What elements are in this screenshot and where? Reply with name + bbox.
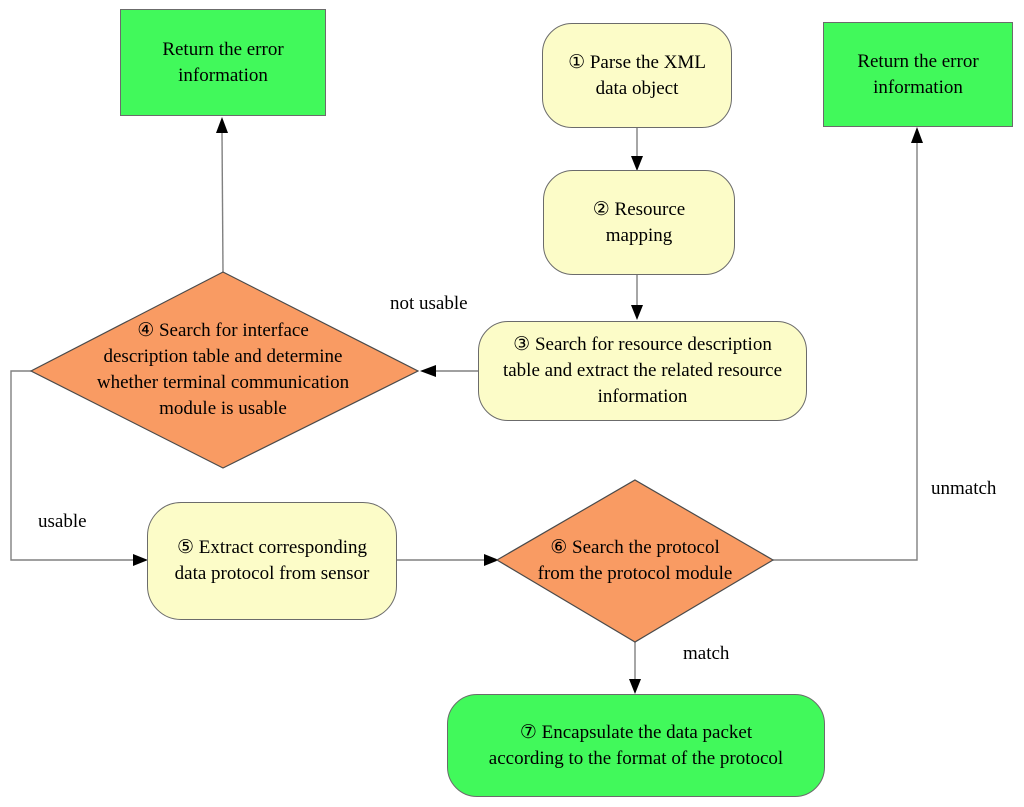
node-error-right-line2: information	[873, 76, 963, 98]
edge-step4-to-error-left	[221, 132, 224, 273]
arrowhead-step4-to-step5	[133, 554, 148, 566]
node-step4-line3: whether terminal communication	[96, 372, 350, 393]
node-error-left-line1: Return the error	[162, 38, 284, 60]
node-step3-line1: ③ Search for resource description	[513, 334, 772, 355]
arrowhead-step6-to-step7	[629, 679, 641, 694]
arrowhead-step4-to-error-left	[216, 117, 228, 133]
step4-diamond-shape	[29, 271, 420, 469]
node-step2-line2: mapping	[605, 224, 673, 246]
arrowhead-step2-to-step3	[631, 305, 643, 320]
node-step7-line1: ⑦ Encapsulate the data packet	[519, 721, 753, 743]
arrowhead-step6-to-error-right	[911, 127, 923, 143]
arrowhead-step3-to-step4	[420, 365, 436, 377]
edge-label-not-usable: not usable	[390, 293, 468, 314]
node-step6-text: ⑥ Search the protocol from the protocol …	[510, 535, 760, 587]
node-step4-line4: module is usable	[159, 398, 287, 419]
node-step7-line2: according to the format of the protocol	[488, 747, 784, 769]
node-step1-line2: data object	[595, 77, 679, 99]
node-step3-line2: table and extract the related resource	[502, 360, 783, 381]
edge-step4-to-step5	[10, 370, 133, 561]
edge-label-match: match	[683, 643, 730, 664]
node-error-left: Return the error information	[120, 9, 326, 116]
edge-step6-to-error-right	[773, 143, 918, 561]
node-step3: ③ Search for resource description table …	[478, 321, 807, 421]
node-error-right: Return the error information	[823, 22, 1013, 127]
node-step5: ⑤ Extract corresponding data protocol fr…	[147, 502, 397, 620]
arrowhead-step5-to-step6	[484, 554, 499, 566]
edge-label-usable: usable	[38, 511, 87, 532]
node-step4-line2: description table and determine	[103, 346, 343, 367]
node-step2-line1: ② Resource	[592, 198, 686, 220]
node-step1: ① Parse the XML data object	[542, 23, 732, 128]
node-step1-line1: ① Parse the XML	[568, 51, 706, 73]
node-step6-line2: from the protocol module	[537, 563, 733, 584]
node-step7: ⑦ Encapsulate the data packet according …	[447, 694, 825, 797]
node-step5-line1: ⑤ Extract corresponding	[176, 537, 368, 558]
node-step2: ② Resource mapping	[543, 170, 735, 275]
node-step6-line1: ⑥ Search the protocol	[550, 537, 720, 558]
node-step4-line1: ④ Search for interface	[137, 320, 309, 341]
node-step4-text: ④ Search for interface description table…	[78, 318, 368, 422]
step6-diamond-shape	[495, 479, 775, 643]
arrowhead-step1-to-step2	[631, 156, 643, 171]
node-error-left-line2: information	[178, 64, 268, 86]
node-step3-line3: information	[597, 386, 688, 407]
edge-label-unmatch: unmatch	[931, 478, 997, 499]
node-step5-line2: data protocol from sensor	[174, 563, 370, 584]
node-error-right-line1: Return the error	[857, 50, 979, 72]
